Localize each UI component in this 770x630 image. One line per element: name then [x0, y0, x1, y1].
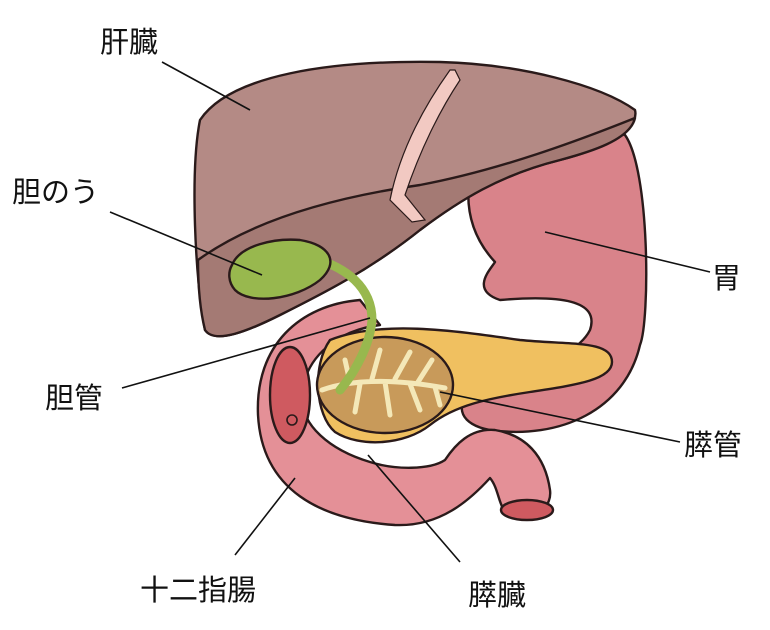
label-bile-duct: 胆管: [45, 381, 103, 415]
leader-pancreas: [367, 454, 461, 563]
label-gallbladder: 胆のう: [12, 175, 99, 209]
label-liver: 肝臓: [100, 25, 158, 59]
leader-gallbladder: [109, 211, 263, 276]
leader-stomach: [544, 231, 711, 273]
label-stomach: 胃: [712, 261, 741, 295]
ampulla-mark: [286, 414, 298, 426]
label-pancreas: 膵臓: [468, 578, 526, 612]
duodenum-cross-section: [268, 345, 312, 445]
jejunum-end: [499, 498, 555, 522]
gallbladder-shape: [228, 238, 332, 300]
leader-pancreatic-duct: [439, 391, 681, 443]
leader-bile-duct: [121, 317, 371, 389]
bile-duct: [295, 250, 377, 395]
leader-duodenum: [234, 477, 296, 556]
falciform-ligament: [389, 69, 461, 223]
pancreatic-duct-branches: [319, 347, 448, 418]
label-pancreatic-duct: 膵管: [684, 428, 742, 462]
duodenum-shape: [256, 298, 552, 527]
leader-liver: [161, 61, 251, 111]
label-duodenum: 十二指腸: [140, 573, 256, 607]
